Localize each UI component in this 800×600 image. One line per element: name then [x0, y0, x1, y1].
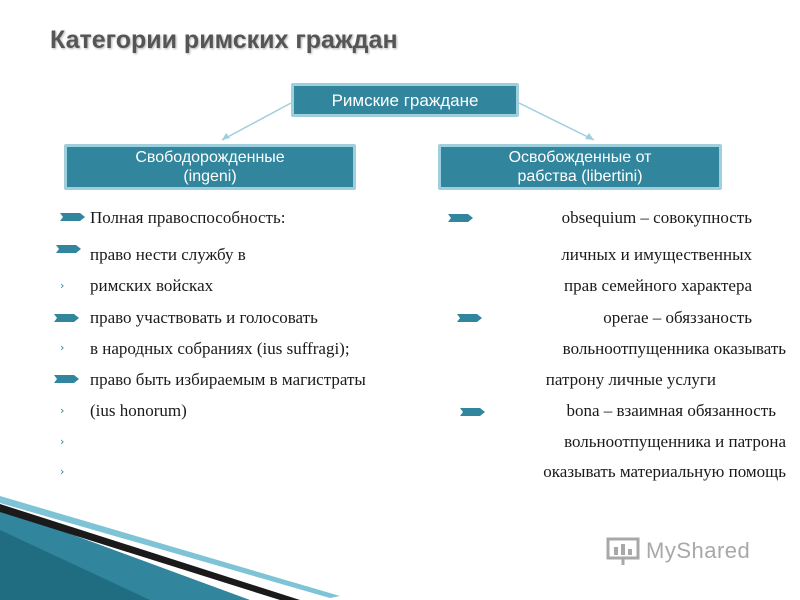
arrow-bullet-icon — [448, 214, 473, 222]
right-text-line: вольноотпущенника оказывать — [562, 339, 786, 358]
arrow-bullet-icon — [457, 314, 482, 322]
left-text-line: право участвовать и голосовать — [90, 308, 318, 327]
arrow-bullet-icon — [54, 375, 79, 383]
caret-bullet-icon: › — [60, 404, 65, 417]
right-text-line: личных и имущественных — [561, 245, 752, 264]
freeborn-node-box: Свободорожденные (ingeni) — [64, 144, 356, 190]
caret-bullet-icon: › — [60, 341, 65, 354]
freedmen-node-box: Освобожденные от рабства (libertini) — [438, 144, 722, 190]
right-text-line: вольноотпущенника и патрона — [564, 432, 786, 451]
left-text-line: (ius honorum) — [90, 401, 187, 420]
right-text-line: bona – взаимная обязанность — [566, 401, 776, 420]
arrow-bullet-icon — [460, 408, 485, 416]
freeborn-node-line1: Свободорожденные — [135, 149, 285, 166]
left-text-line: римских войсках — [90, 276, 214, 295]
freedmen-node-line2: рабства (libertini) — [517, 168, 643, 185]
caret-bullet-icon: › — [60, 279, 65, 292]
watermark-logo: MyShared — [606, 536, 750, 566]
arrow-bullet-icon — [56, 245, 81, 253]
left-text-line: право быть избираемым в магистраты — [90, 370, 366, 389]
arrow-bullet-icon — [54, 314, 79, 322]
arrow-bullet-icon — [60, 213, 85, 221]
root-node-label: Римские граждане — [331, 90, 479, 110]
watermark-text: MyShared — [646, 538, 751, 563]
freedmen-node-line1: Освобожденные от — [508, 149, 652, 166]
freeborn-node-line2: (ingeni) — [183, 168, 237, 185]
right-text-line: оказывать материальную помощь — [543, 462, 786, 481]
right-text-line: operae – обяззаность — [603, 308, 752, 327]
root-node-box: Римские граждане — [291, 83, 519, 117]
right-text-line: obsequium – совокупность — [561, 208, 752, 227]
caret-bullet-icon: › — [60, 435, 65, 448]
right-text-line: патрону личные услуги — [545, 370, 716, 389]
slide-title: Категории римских граждан — [50, 26, 398, 54]
left-text-line: в народных собраниях (ius suffragi); — [90, 339, 350, 358]
right-text-line: прав семейного характера — [564, 276, 752, 295]
left-text-line: Полная правоспособность: — [90, 208, 286, 227]
caret-bullet-icon: › — [60, 465, 65, 478]
left-text-line: право нести службу в — [90, 245, 246, 264]
presentation-board-icon — [606, 537, 640, 565]
